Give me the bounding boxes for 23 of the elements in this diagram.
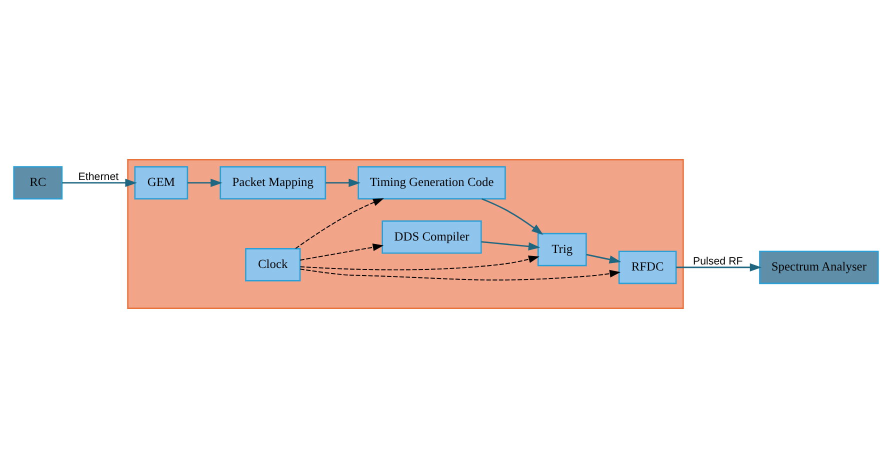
edge-label: Pulsed RF: [692, 255, 743, 268]
arrow: [300, 256, 540, 270]
arrow: [300, 268, 621, 280]
node-box: Trig: [537, 232, 587, 266]
node-box: Clock: [245, 248, 301, 282]
node-box: Spectrum Analyser: [759, 250, 879, 284]
cluster: [127, 159, 684, 309]
node-box: Timing Generation Code: [358, 166, 506, 200]
arrow: [188, 178, 222, 187]
arrow: [300, 244, 384, 261]
arrow: [482, 198, 544, 235]
arrow: [295, 198, 384, 249]
arrow: [481, 241, 540, 250]
arrow: [586, 254, 622, 264]
node-box: DDS Compiler: [382, 220, 482, 254]
node-box: RFDC: [618, 250, 677, 284]
arrow: [62, 178, 137, 187]
arrow: [676, 263, 762, 272]
edge-label: Ethernet: [78, 170, 119, 183]
arrow: [326, 178, 360, 187]
node-box: GEM: [134, 166, 188, 200]
node-box: Packet Mapping: [220, 166, 326, 200]
node-box: RC: [13, 166, 63, 200]
